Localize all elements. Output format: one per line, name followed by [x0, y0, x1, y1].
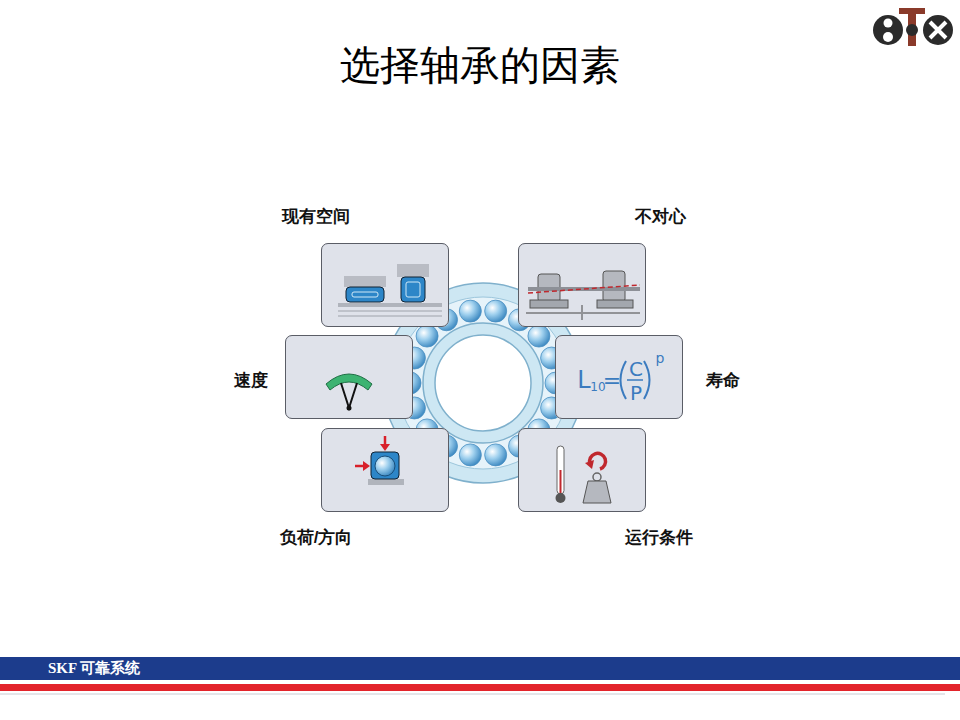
drawing-part [368, 479, 404, 485]
drawing-part [518, 243, 646, 327]
factor-panel: 现有空间 [321, 243, 449, 327]
factor-label: 运行条件 [625, 528, 693, 548]
drawing-part [518, 428, 646, 512]
drawing-part [285, 335, 413, 419]
drawing-part [0, 684, 960, 691]
operating-conditions-icon [556, 446, 612, 503]
drawing-part [597, 300, 633, 308]
formula-symbol: C [629, 358, 643, 381]
drawing-part [906, 24, 918, 36]
drawing-part [355, 465, 363, 468]
drawing-part [375, 456, 395, 476]
factor-panel: 运行条件 [518, 428, 646, 512]
panel-ground [285, 243, 683, 512]
drawing-part [582, 314, 583, 320]
drawing-part [530, 300, 568, 308]
drawing-part [338, 303, 442, 307]
footer-band: SKF 可靠系统 [0, 657, 960, 680]
drawing-part [884, 19, 893, 28]
drawing-part [338, 316, 442, 317]
drawing-part [406, 282, 420, 297]
bearing-ball [459, 300, 481, 322]
drawing-part [346, 287, 384, 302]
formula-symbol: P [630, 382, 642, 405]
drawing-part [621, 361, 627, 399]
drawing-part [583, 481, 611, 503]
drawing-part [556, 493, 566, 503]
bearing-ball [485, 300, 507, 322]
drawing-part [423, 323, 543, 443]
drawing-part [344, 276, 386, 287]
factor-label: 速度 [234, 371, 268, 391]
drawing-part [347, 406, 352, 411]
drawing-part [363, 461, 370, 471]
drawing-part [352, 292, 378, 297]
drawing-part [338, 311, 442, 312]
drawing-part [644, 361, 650, 399]
bearing-ball [416, 325, 438, 347]
drawing-part [883, 32, 893, 42]
factor-panel: 速度 [285, 335, 413, 419]
drawing-part [0, 694, 945, 695]
factor-label: 不对心 [635, 207, 686, 227]
drawing-part [923, 15, 953, 45]
drawing-part [557, 446, 564, 494]
drawing-part [435, 335, 531, 431]
bearing-ball [485, 444, 507, 466]
drawing-part [528, 285, 640, 293]
drawing-part [321, 428, 449, 512]
drawing-part [582, 305, 583, 312]
drawing-part [560, 470, 562, 495]
formula-symbol: L [577, 367, 590, 395]
slide-title: 选择轴承的因素 [0, 38, 960, 93]
bearing-ball [459, 444, 481, 466]
drawing-part [397, 264, 429, 277]
drawing-part [321, 243, 449, 327]
company-logo [873, 8, 953, 46]
formula-symbol: p [656, 350, 665, 366]
drawing-part [526, 313, 640, 314]
factor-panel: 负荷/方向 [321, 428, 449, 512]
factor-label: 寿命 [706, 371, 740, 391]
drawing-part [384, 436, 387, 444]
drawing-part [593, 473, 601, 481]
formula-symbol: = [603, 368, 621, 393]
drawing-part [930, 22, 946, 38]
factor-panel: 寿命L10=CPp [555, 335, 683, 419]
drawing-part [555, 335, 683, 419]
drawing-part [380, 444, 390, 451]
factor-label: 现有空间 [282, 207, 350, 227]
drawing-part [341, 383, 357, 408]
factor-panel: 不对心 [518, 243, 646, 327]
space-icon [338, 264, 442, 316]
footer-text: SKF 可靠系统 [48, 660, 140, 677]
drawing-part [585, 460, 594, 469]
misalignment-icon [526, 271, 640, 320]
bearing-ball [528, 325, 550, 347]
speed-gauge-icon [326, 374, 372, 411]
footer-bands [0, 657, 960, 694]
factor-label: 负荷/方向 [280, 528, 353, 548]
drawing-part [873, 15, 903, 45]
drawing-part [401, 277, 425, 302]
drawing-part [326, 374, 372, 390]
drawing-part [603, 271, 625, 302]
drawing-part [371, 452, 399, 479]
load-direction-icon [355, 436, 404, 485]
